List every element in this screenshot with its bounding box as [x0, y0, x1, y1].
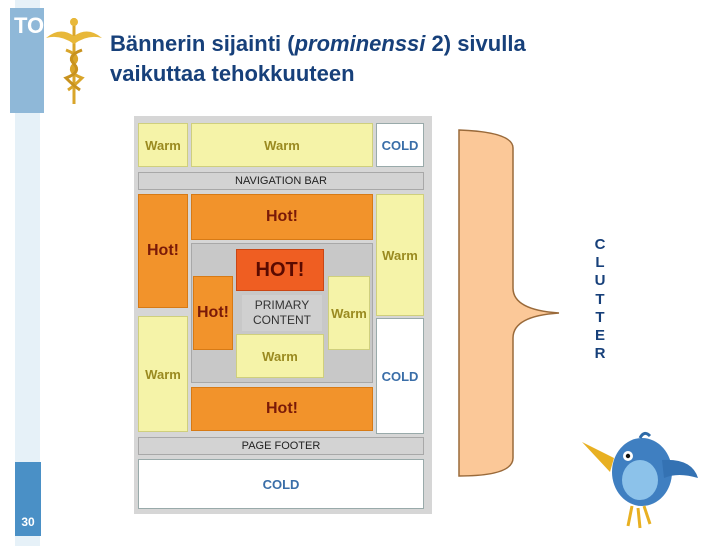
- block-mid-lower: Hot!: [191, 387, 373, 431]
- title-line-1: Bännerin sijainti (prominenssi 2) sivull…: [110, 29, 670, 59]
- page-layout-diagram: Warm Warm COLD NAVIGATION BAR Hot! Hot! …: [134, 116, 432, 514]
- block-right-lower: COLD: [376, 318, 424, 434]
- caduceus-icon: [46, 18, 102, 104]
- navigation-bar: NAVIGATION BAR: [138, 172, 424, 190]
- title-text-a: Bännerin sijainti (: [110, 31, 295, 56]
- clutter-letter: C: [594, 236, 606, 253]
- sidebar: TOKK 30: [0, 0, 76, 546]
- block-bottom: COLD: [138, 459, 424, 509]
- page-number-box: [15, 462, 41, 536]
- page-number: 30: [21, 515, 35, 529]
- logo-text: TOKK: [14, 13, 76, 38]
- block-top-left: Warm: [138, 123, 188, 167]
- clutter-letter: T: [595, 308, 605, 326]
- block-top-right: COLD: [376, 123, 424, 167]
- page-footer-bar: PAGE FOOTER: [138, 437, 424, 455]
- clutter-letter: L: [595, 254, 605, 272]
- primary-line-2: CONTENT: [253, 313, 311, 327]
- block-mid-upper: Hot!: [191, 194, 373, 240]
- title-line-2: vaikuttaa tehokkuuteen: [110, 61, 355, 86]
- block-left-upper: Hot!: [138, 194, 188, 308]
- block-left-lower: Warm: [138, 316, 188, 432]
- title-italic: prominenssi: [294, 31, 426, 56]
- clutter-letter: U: [594, 272, 606, 290]
- clutter-brace: [458, 129, 560, 477]
- block-center-big: HOT!: [236, 249, 324, 291]
- block-right-upper: Warm: [376, 194, 424, 316]
- primary-line-1: PRIMARY: [254, 298, 310, 312]
- clutter-letter: E: [594, 327, 605, 345]
- bird-icon: [582, 431, 698, 529]
- clutter-letter: R: [594, 345, 606, 363]
- logo: TOKK: [10, 8, 76, 113]
- block-center-bottom: Warm: [236, 334, 324, 378]
- clutter-label: C L U T T E R: [590, 236, 610, 363]
- block-center-right: Warm: [328, 276, 370, 350]
- block-top-mid: Warm: [191, 123, 373, 167]
- primary-content: PRIMARY CONTENT: [242, 295, 322, 331]
- title-text-b: 2) sivulla: [425, 31, 526, 56]
- slide-title: Bännerin sijainti (prominenssi 2) sivull…: [110, 29, 670, 89]
- clutter-letter: T: [595, 290, 605, 308]
- block-center-left: Hot!: [193, 276, 233, 350]
